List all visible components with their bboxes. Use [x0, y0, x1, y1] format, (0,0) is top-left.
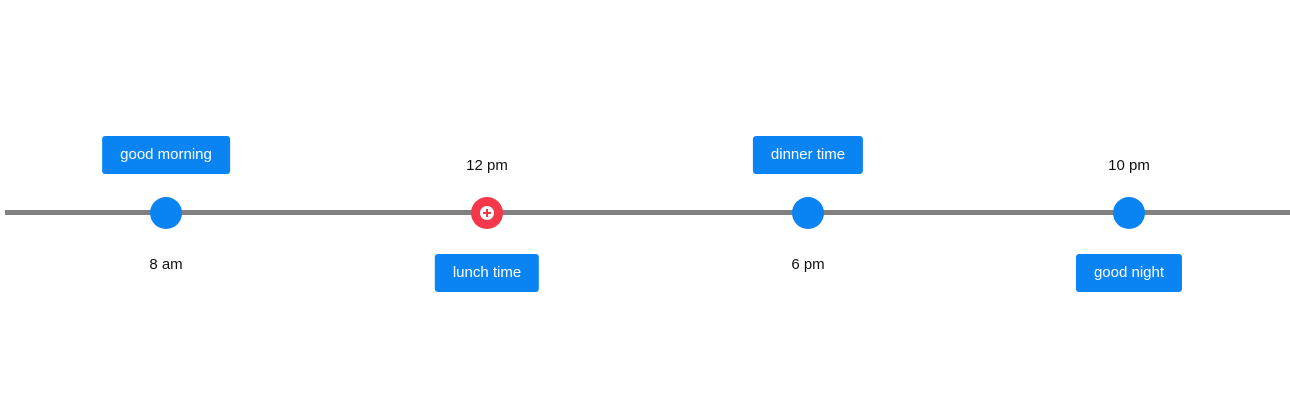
add-event-button[interactable]: [471, 197, 503, 229]
event-label-lunch-time[interactable]: lunch time: [434, 254, 540, 292]
timeline-node-10pm[interactable]: [1113, 197, 1145, 229]
event-label-good-morning[interactable]: good morning: [102, 136, 230, 174]
event-time-10pm: 10 pm: [1108, 157, 1150, 174]
event-time-6pm: 6 pm: [791, 256, 825, 273]
event-time-8am: 8 am: [149, 256, 183, 273]
event-time-12pm: 12 pm: [466, 157, 508, 174]
event-label-good-night[interactable]: good night: [1075, 254, 1183, 292]
timeline-node-6pm[interactable]: [792, 197, 824, 229]
event-label-dinner-time[interactable]: dinner time: [752, 136, 864, 174]
timeline-node-8am[interactable]: [150, 197, 182, 229]
plus-icon: [480, 206, 494, 220]
timeline-line: [5, 210, 1290, 215]
